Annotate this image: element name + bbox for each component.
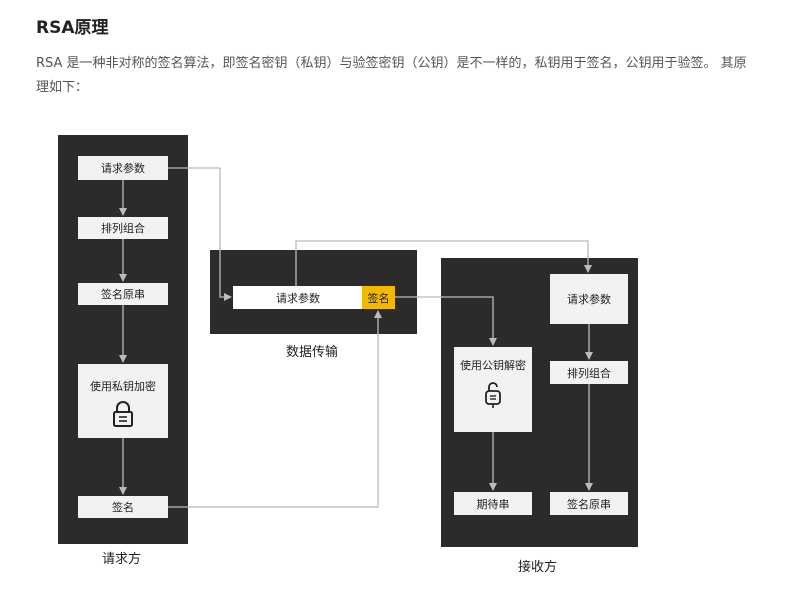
sender-encrypt-label: 使用私钥加密 (90, 380, 156, 393)
sender-encrypt: 使用私钥加密 (78, 364, 168, 438)
receiver-raw-string: 签名原串 (550, 492, 628, 515)
sender-label: 请求方 (102, 552, 142, 567)
lock-icon (113, 401, 133, 427)
receiver-label: 接收方 (518, 560, 558, 575)
transport-label: 数据传输 (286, 345, 339, 360)
sender-raw-string: 签名原串 (78, 283, 168, 305)
transport-sign: 签名 (362, 286, 395, 309)
receiver-decrypt: 使用公钥解密 (454, 347, 532, 432)
receiver-request-params: 请求参数 (550, 274, 628, 324)
receiver-combine: 排列组合 (550, 361, 628, 384)
sender-combine: 排列组合 (78, 217, 168, 239)
unlock-icon (485, 382, 501, 408)
sender-request-params: 请求参数 (78, 156, 168, 180)
sender-panel (58, 135, 188, 544)
transport-request-params: 请求参数 (233, 286, 363, 309)
description: RSA 是一种非对称的签名算法，即签名密钥（私钥）与验签密钥（公钥）是不一样的，… (36, 56, 747, 95)
receiver-expected-string: 期待串 (454, 492, 532, 515)
page-title: RSA原理 (36, 18, 109, 38)
receiver-decrypt-label: 使用公钥解密 (460, 359, 526, 372)
sender-sign: 签名 (78, 496, 168, 518)
